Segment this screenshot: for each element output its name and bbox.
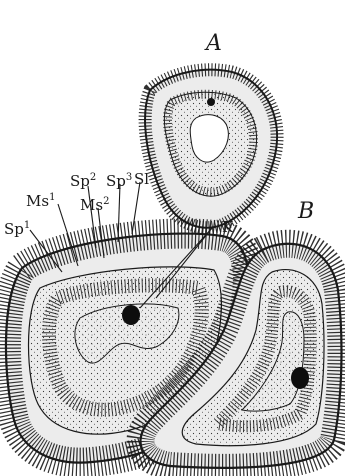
panel-label-a: A (204, 31, 222, 56)
label-sp2: Sp2 (70, 172, 96, 190)
label-ms1-base: Ms (26, 192, 49, 210)
label-sp2-sup: 2 (90, 172, 96, 183)
section-a-nucleus (207, 98, 215, 106)
label-sl: Sl (134, 170, 149, 188)
label-sp3-base: Sp (106, 172, 126, 190)
label-ms2: Ms2 (80, 196, 109, 214)
leader-sp3 (118, 184, 120, 242)
section-b-right-nucleus (291, 367, 309, 389)
label-ms2-sup: 2 (103, 196, 109, 207)
label-sp3-sup: 3 (126, 172, 132, 183)
label-ms1-sup: 1 (49, 192, 55, 203)
label-ms2-base: Ms (80, 196, 103, 214)
label-sp2-base: Sp (70, 172, 90, 190)
panel-label-b: B (297, 199, 314, 224)
label-sp1-sup: 1 (24, 220, 30, 231)
label-sp3: Sp3 (106, 172, 132, 190)
section-a (145, 70, 277, 228)
label-ms1: Ms1 (26, 192, 55, 210)
label-k: K (222, 218, 234, 236)
label-sp1: Sp1 (4, 220, 30, 238)
section-b-left-nucleus (122, 305, 140, 325)
label-sp1-base: Sp (4, 220, 24, 238)
